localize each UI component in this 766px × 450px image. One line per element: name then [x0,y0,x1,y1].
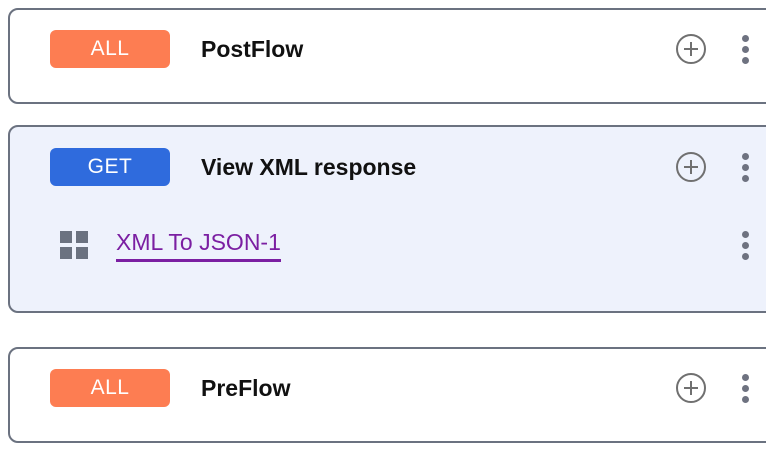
plus-circle-icon[interactable] [676,34,706,64]
flow-row-actions [676,152,706,182]
method-badge-all: ALL [50,30,170,68]
policy-link-xml-to-json-1[interactable]: XML To JSON-1 [116,229,281,262]
policy-row-menu-wrap [734,230,756,260]
flow-row-actions [676,373,706,403]
kebab-menu-icon[interactable] [734,230,756,260]
kebab-menu-icon[interactable] [734,373,756,403]
flow-card-view-xml-response[interactable]: GET View XML response XML To JSON-1 [8,125,766,313]
flow-row-actions [676,34,706,64]
kebab-menu-icon[interactable] [734,34,756,64]
flow-row-menu-wrap [734,152,756,182]
method-badge-all: ALL [50,369,170,407]
flow-row-menu-wrap [734,34,756,64]
flow-header-row[interactable]: GET View XML response [10,127,766,207]
plus-circle-icon[interactable] [676,152,706,182]
flow-header-row[interactable]: ALL PreFlow [10,349,766,427]
policy-step-row[interactable]: XML To JSON-1 [10,207,766,283]
kebab-menu-icon[interactable] [734,152,756,182]
flow-title: PostFlow [201,35,304,62]
flow-title: PreFlow [201,374,291,401]
method-badge-get: GET [50,148,170,186]
policy-grid-icon [60,231,88,259]
flow-title: View XML response [201,153,417,180]
plus-circle-icon[interactable] [676,373,706,403]
flow-row-menu-wrap [734,373,756,403]
flow-header-row[interactable]: ALL PostFlow [10,10,766,88]
flow-card-preflow[interactable]: ALL PreFlow [8,347,766,443]
flow-card-postflow[interactable]: ALL PostFlow [8,8,766,104]
